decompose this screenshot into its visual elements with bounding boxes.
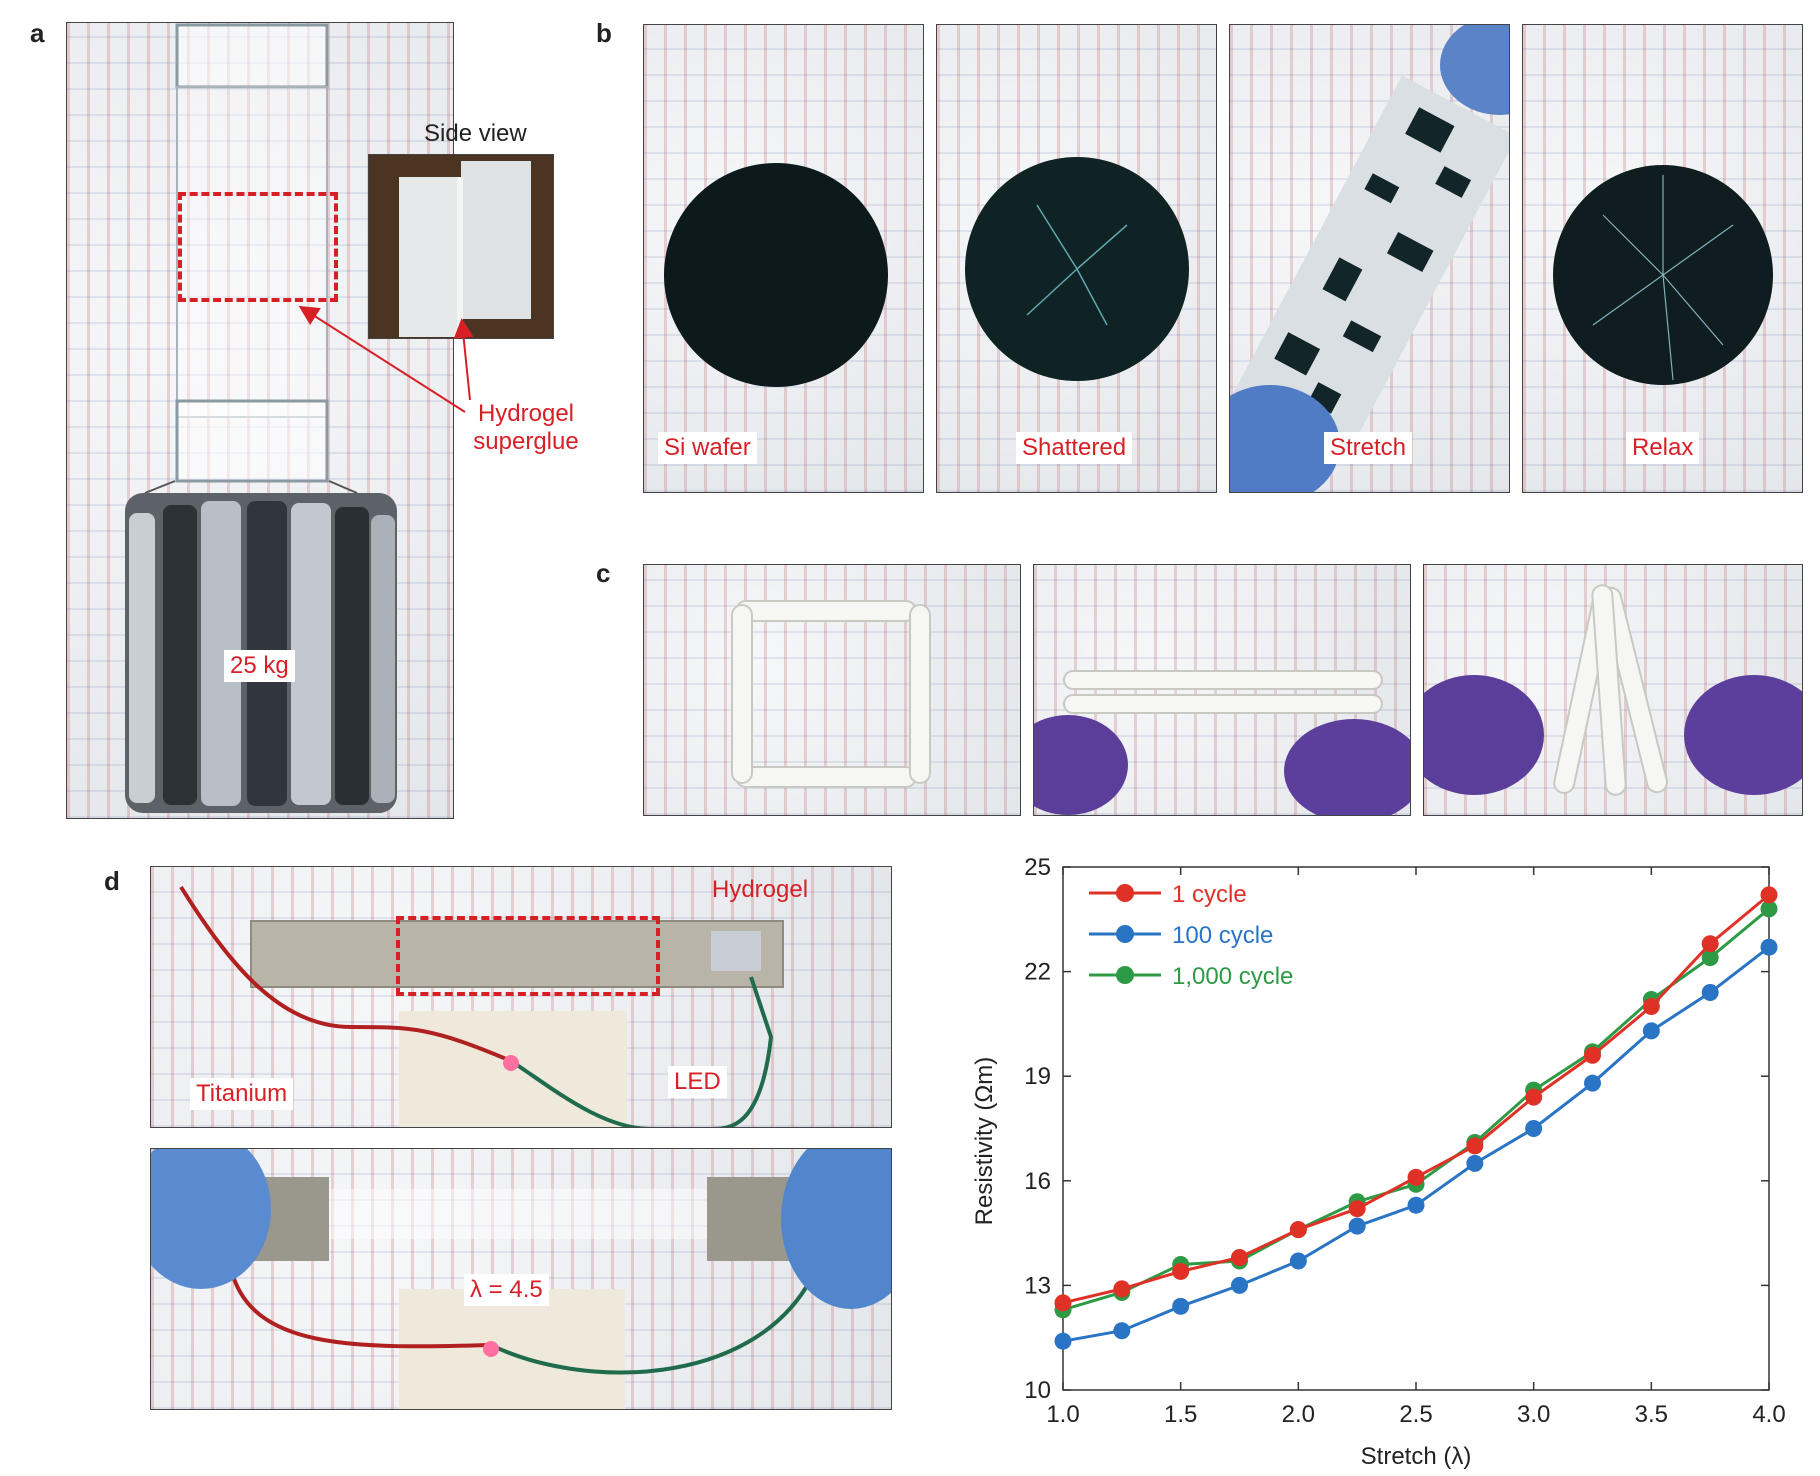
series-line-2 — [1062, 907, 1770, 1312]
hydrogel-superglue-line2: superglue — [473, 428, 579, 455]
legend-label-1: 100 cycle — [1172, 922, 1273, 949]
legend-marker-2 — [1116, 966, 1134, 984]
si-wafer-illustration — [664, 163, 888, 387]
series-point-1 — [1407, 1196, 1425, 1214]
x-tick-label: 3.5 — [1635, 1401, 1668, 1428]
led-circuit-stretched-illustration — [151, 1149, 891, 1409]
series-point-1 — [1289, 1252, 1307, 1270]
series-point-0 — [1701, 935, 1719, 953]
series-point-0 — [1584, 1046, 1601, 1064]
hydrogel-region-dashed — [396, 916, 660, 996]
square-frame-illustration — [731, 600, 931, 788]
led-label: LED — [668, 1066, 727, 1098]
series-point-1 — [1584, 1074, 1601, 1092]
photo-relax — [1522, 24, 1803, 493]
chart-y-axis-label: Resistivity (Ωm) — [971, 1057, 998, 1226]
led-circuit-relaxed-illustration — [179, 885, 784, 1127]
photo-twisted-rods — [1423, 564, 1803, 816]
x-tick-label: 2.5 — [1399, 1401, 1432, 1428]
series-point-0 — [1525, 1088, 1543, 1106]
y-tick-label: 10 — [1024, 1377, 1051, 1404]
series-point-0 — [1113, 1280, 1131, 1298]
hydrogel-superglue-line1: Hydrogel — [477, 400, 575, 427]
twisted-rods-illustration — [1424, 584, 1802, 796]
legend-label-2: 1,000 cycle — [1172, 963, 1293, 990]
series-point-1 — [1642, 1022, 1660, 1040]
x-tick-label: 4.0 — [1752, 1401, 1785, 1428]
hydrogel-superglue-region — [178, 192, 338, 302]
stretch-label: Stretch — [1324, 432, 1413, 464]
shattered-illustration — [965, 157, 1189, 381]
x-tick-label: 2.0 — [1282, 1401, 1315, 1428]
y-tick-label: 25 — [1024, 854, 1051, 881]
weight-label: 25 kg — [224, 650, 295, 682]
relax-illustration — [1553, 165, 1773, 385]
photo-hydrogel-weight — [66, 22, 454, 819]
series-line-1 — [1062, 946, 1770, 1343]
panel-letter-c: c — [596, 558, 611, 588]
glass-block-top — [175, 23, 329, 89]
y-tick-label: 13 — [1024, 1272, 1051, 1299]
stretch-lambda-label: λ = 4.5 — [464, 1274, 549, 1306]
series-point-0 — [1348, 1200, 1366, 1218]
legend-marker-0 — [1116, 884, 1134, 902]
series-point-2 — [1701, 949, 1719, 967]
stretch-illustration — [1230, 25, 1509, 492]
photo-shattered — [936, 24, 1217, 493]
side-view-label: Side view — [424, 120, 527, 147]
panel-letter-d: d — [104, 866, 120, 896]
y-tick-label: 19 — [1024, 1063, 1051, 1090]
stretched-rods-illustration — [1034, 670, 1410, 815]
series-line-0 — [1062, 893, 1770, 1305]
series-point-1 — [1525, 1120, 1543, 1137]
series-point-2 — [1760, 900, 1778, 918]
si-wafer-label: Si wafer — [658, 432, 757, 464]
photo-stretch — [1229, 24, 1510, 493]
y-tick-label: 16 — [1024, 1168, 1051, 1195]
series-point-1 — [1054, 1332, 1072, 1350]
chart-x-axis-label: Stretch (λ) — [1361, 1443, 1472, 1470]
legend-marker-1 — [1116, 925, 1134, 943]
hydrogel-superglue-label: Hydrogel superglue — [466, 400, 586, 456]
x-tick-label: 3.0 — [1517, 1401, 1550, 1428]
hanging-wire — [144, 480, 358, 494]
hydrogel-label: Hydrogel — [712, 876, 809, 903]
panel-letter-b: b — [596, 18, 612, 48]
panel-letter-a: a — [30, 18, 45, 48]
glass-block-bottom — [175, 399, 329, 483]
series-point-0 — [1054, 1294, 1072, 1312]
titanium-label: Titanium — [190, 1078, 294, 1110]
series-point-0 — [1642, 997, 1660, 1015]
series-point-1 — [1466, 1154, 1484, 1172]
photo-square-frame — [643, 564, 1021, 816]
series-point-0 — [1289, 1221, 1307, 1239]
series-point-1 — [1113, 1322, 1131, 1340]
series-point-1 — [1231, 1276, 1248, 1294]
x-tick-label: 1.0 — [1046, 1401, 1079, 1428]
series-point-0 — [1172, 1262, 1190, 1280]
series-point-1 — [1760, 938, 1778, 956]
x-tick-label: 1.5 — [1164, 1401, 1197, 1428]
y-tick-label: 22 — [1024, 959, 1051, 986]
legend-label-0: 1 cycle — [1172, 881, 1247, 908]
relax-label: Relax — [1626, 432, 1700, 464]
photo-si-wafer — [643, 24, 924, 493]
series-point-0 — [1760, 886, 1778, 904]
photo-stretched-rods — [1033, 564, 1411, 816]
series-point-1 — [1348, 1217, 1366, 1235]
series-point-0 — [1466, 1137, 1484, 1155]
shattered-label: Shattered — [1016, 432, 1133, 464]
series-point-0 — [1231, 1249, 1248, 1267]
series-point-1 — [1701, 984, 1719, 1002]
series-point-0 — [1407, 1168, 1425, 1186]
series-point-1 — [1172, 1297, 1190, 1315]
